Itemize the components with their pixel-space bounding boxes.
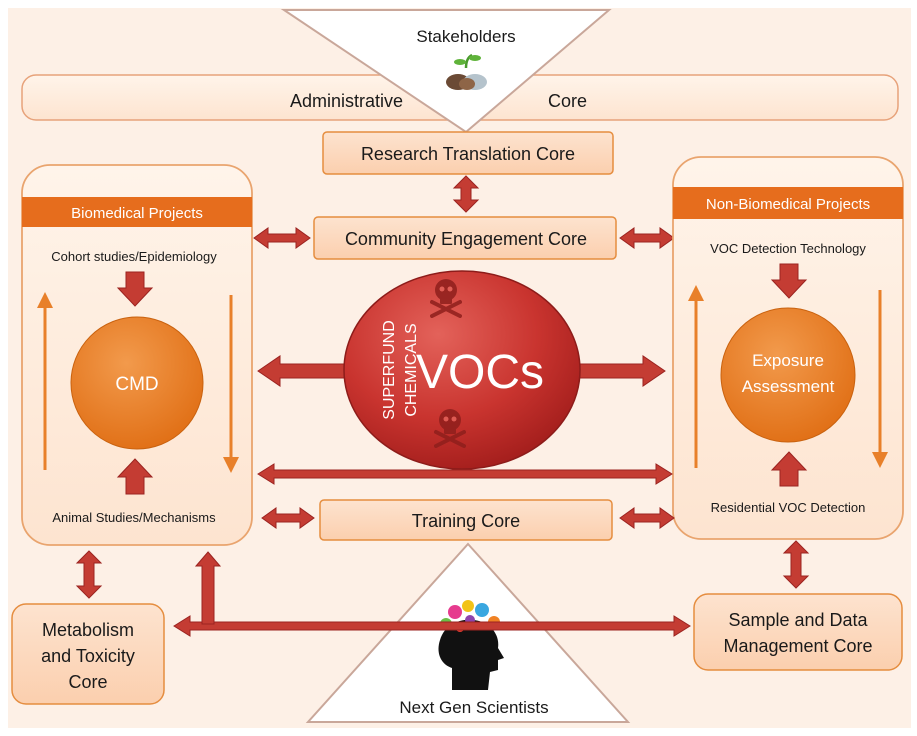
arrow-metabolism-sample-data — [173, 615, 691, 637]
stakeholders-triangle — [280, 9, 612, 134]
arrow-residential-to-exposure — [770, 451, 808, 487]
metabolism-core-label: Core — [68, 672, 107, 692]
arrow-research-community — [452, 175, 480, 213]
vocs-circle — [343, 270, 581, 470]
training-core-label: Training Core — [412, 511, 520, 531]
biomedical-projects-title: Biomedical Projects — [71, 205, 203, 222]
biomedical-cycle-arrows — [37, 292, 239, 473]
skull-crossbones-icon-bottom — [434, 409, 466, 448]
cohort-studies-label: Cohort studies/Epidemiology — [51, 249, 217, 264]
arrow-biomedical-community — [253, 227, 311, 249]
training-core-box — [319, 499, 613, 541]
toxicity-label: and Toxicity — [41, 646, 135, 666]
exposure-label: Exposure — [752, 351, 824, 370]
nonbiomedical-projects-header — [673, 187, 903, 219]
metabolism-toxicity-core-box — [11, 603, 165, 705]
arrow-nonbiomedical-sample-data — [782, 540, 810, 589]
cmd-label: CMD — [115, 374, 158, 395]
stakeholders-label: Stakeholders — [416, 27, 515, 46]
nonbiomedical-projects-title: Non-Biomedical Projects — [706, 196, 870, 213]
handshake-plant-icon — [446, 53, 487, 90]
vocs-label: VOCs — [416, 346, 544, 399]
next-gen-scientists-label: Next Gen Scientists — [399, 698, 548, 717]
sample-data-label: Sample and Data — [728, 610, 868, 630]
arrow-cohort-to-cmd — [116, 271, 154, 307]
superfund-label: SUPERFUND — [381, 320, 398, 420]
arrow-biomedical-training — [261, 507, 315, 529]
arrow-detection-to-exposure — [770, 263, 808, 299]
metabolism-label: Metabolism — [42, 620, 134, 640]
sample-data-management-core-box — [693, 593, 903, 671]
nonbiomedical-cycle-arrows — [688, 285, 888, 468]
community-engagement-core-box — [313, 216, 617, 260]
administrative-core-label: Administrative — [290, 91, 403, 111]
voc-detection-technology-label: VOC Detection Technology — [710, 241, 866, 256]
arrow-up-to-biomedical — [194, 551, 222, 625]
arrow-training-nonbiomedical — [619, 507, 675, 529]
exposure-assessment-circle — [720, 307, 856, 443]
animal-studies-label: Animal Studies/Mechanisms — [52, 510, 216, 525]
biomedical-projects-header — [22, 197, 252, 227]
arrow-biomedical-metabolism — [75, 550, 103, 599]
chemicals-label: CHEMICALS — [403, 323, 420, 416]
management-core-label: Management Core — [723, 636, 872, 656]
cmd-circle — [70, 316, 204, 450]
community-engagement-core-label: Community Engagement Core — [345, 229, 587, 249]
residential-voc-detection-label: Residential VOC Detection — [711, 500, 866, 515]
research-translation-core-label: Research Translation Core — [361, 144, 575, 164]
research-translation-core-box — [322, 131, 614, 175]
skull-crossbones-icon-top — [430, 279, 462, 318]
assessment-label: Assessment — [742, 377, 835, 396]
arrow-animal-to-cmd — [116, 458, 154, 495]
arrow-biomedical-nonbiomedical — [257, 463, 673, 485]
administrative-core-label-right: Core — [548, 91, 587, 111]
